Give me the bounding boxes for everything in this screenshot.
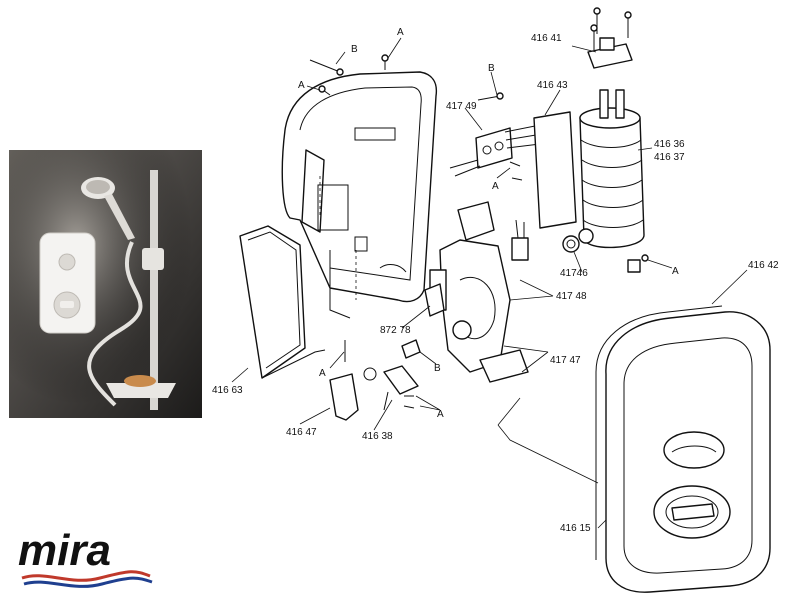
thermal-cutout: [587, 7, 633, 69]
backplate: [281, 71, 438, 319]
label-41643: 416 43: [537, 80, 568, 91]
label-41749: 417 49: [446, 101, 477, 112]
filter-pad: [533, 111, 577, 229]
label-41641: 416 41: [531, 33, 562, 44]
side-cover: [239, 225, 326, 379]
product-photo: [9, 150, 202, 418]
label-a: A: [492, 181, 499, 192]
flow-knob-icon: [653, 485, 731, 539]
label-41637: 416 37: [654, 152, 685, 163]
label-41615: 416 15: [560, 523, 591, 534]
label-b: B: [351, 44, 358, 55]
label-41647: 416 47: [286, 427, 317, 438]
label-b: B: [488, 63, 495, 74]
label-a: A: [437, 409, 444, 420]
label-41747: 417 47: [550, 355, 581, 366]
label-a: A: [319, 368, 326, 379]
logo-wave-red: [21, 570, 151, 582]
label-a: A: [397, 27, 404, 38]
label-a: A: [298, 80, 305, 91]
label-41638: 416 38: [362, 431, 393, 442]
leader-lines: [231, 37, 748, 529]
label-87278: 872 78: [380, 325, 411, 336]
terminal-block: [449, 124, 543, 177]
front-cover: [595, 305, 771, 593]
mira-logo: mira: [18, 526, 153, 588]
label-41642: 416 42: [748, 260, 779, 271]
label-41748: 417 48: [556, 291, 587, 302]
label-b: B: [434, 363, 441, 374]
part-labels: 416 41 416 43 417 49 416 36 416 37 41746…: [212, 27, 779, 534]
temperature-knob-icon: [663, 431, 725, 469]
label-a: A: [672, 266, 679, 277]
label-41746: 41746: [560, 268, 588, 279]
label-41663: 416 63: [212, 385, 243, 396]
assembly-lines: [319, 176, 599, 484]
heater-tank: [578, 89, 645, 273]
valve-assembly: [429, 201, 580, 383]
logo-text: mira: [18, 526, 111, 575]
screw-icon: [309, 54, 649, 409]
label-41636: 416 36: [654, 139, 685, 150]
logo-wave-blue: [23, 576, 153, 588]
small-parts: [309, 54, 649, 421]
